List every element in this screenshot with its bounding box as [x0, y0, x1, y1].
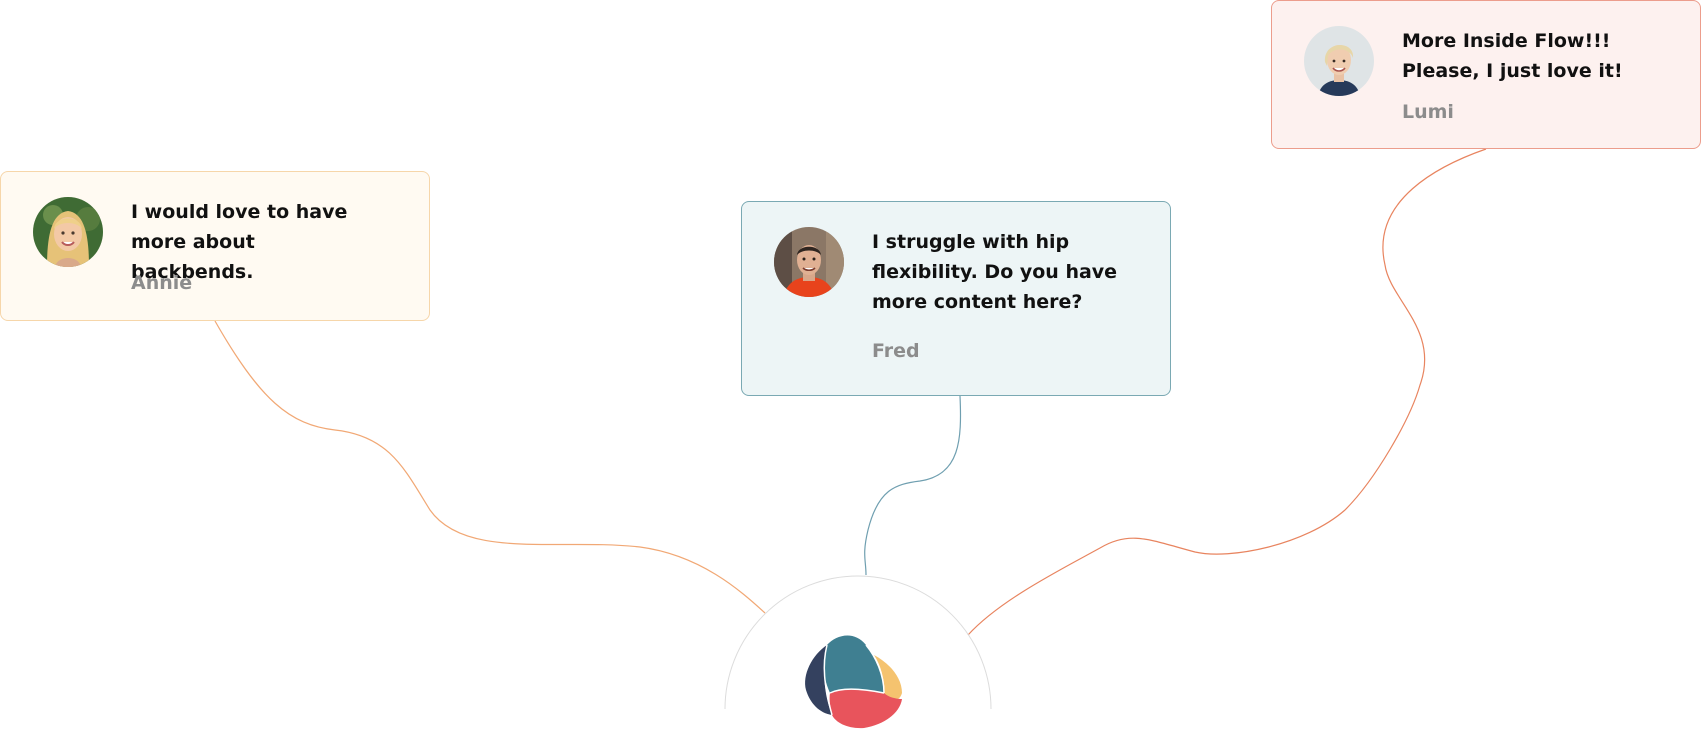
avatar-annie — [33, 197, 103, 267]
hub-graphic — [724, 575, 992, 729]
avatar-fred — [774, 227, 844, 297]
avatar-lumi-image — [1304, 26, 1374, 96]
hub-arc — [724, 575, 992, 710]
author-fred: Fred — [872, 340, 920, 362]
feedback-card-lumi: More Inside Flow!!! Please, I just love … — [1271, 0, 1701, 149]
connector-lumi — [967, 148, 1487, 636]
feedback-card-annie: I would love to have more about backbend… — [0, 171, 430, 321]
author-annie: Annie — [131, 272, 193, 294]
quote-annie: I would love to have more about backbend… — [131, 201, 348, 283]
quote-lumi: More Inside Flow!!! Please, I just love … — [1402, 30, 1623, 82]
connector-fred — [864, 395, 962, 576]
avatar-annie-image — [33, 197, 103, 267]
avatar-lumi — [1304, 26, 1374, 96]
avatar-fred-image — [774, 227, 844, 297]
feedback-card-fred: I struggle with hip flexibility. Do you … — [741, 201, 1171, 396]
hub — [724, 575, 992, 730]
author-lumi: Lumi — [1402, 101, 1454, 123]
quote-fred: I struggle with hip flexibility. Do you … — [872, 231, 1118, 313]
app-logo-icon — [805, 635, 902, 729]
connector-annie — [214, 320, 766, 614]
